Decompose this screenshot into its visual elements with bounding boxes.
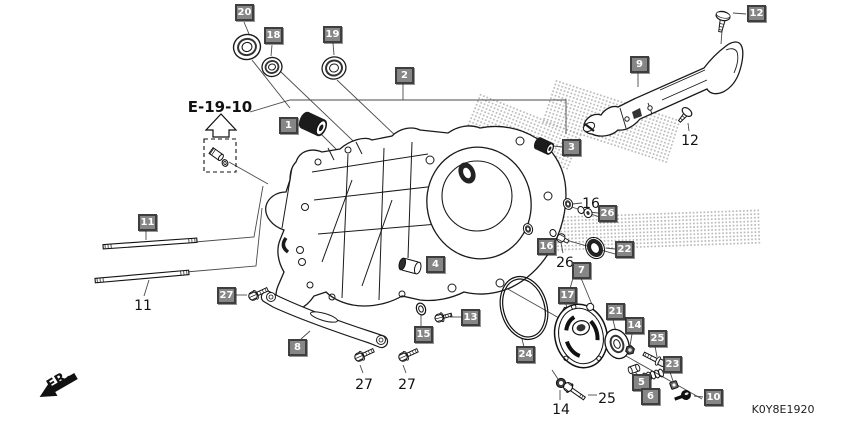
callout-box-15[interactable]: 15 [414,326,433,343]
callout-box-22[interactable]: 22 [615,241,634,258]
callout-box-26[interactable]: 26 [598,205,617,222]
bolt-26-lower [549,228,570,244]
callout-box-14[interactable]: 14 [625,317,644,334]
callout-box-13[interactable]: 13 [461,309,480,326]
bearing-19 [321,56,347,80]
printed-label-26: 26 [556,255,574,271]
screw-12-top [715,10,731,33]
bearing-21 [604,328,630,360]
callout-box-21[interactable]: 21 [606,303,625,320]
screw-12-lower [677,106,693,123]
callout-box-8[interactable]: 8 [288,339,307,356]
bearing-18 [261,56,283,78]
callout-box-6[interactable]: 6 [641,388,660,405]
callout-box-4[interactable]: 4 [426,256,445,273]
callout-box-25[interactable]: 25 [648,330,667,347]
bolt-10 [674,390,691,401]
callout-box-27[interactable]: 27 [217,287,236,304]
callout-box-11[interactable]: 11 [138,214,157,231]
printed-label-27a: 27 [355,377,373,393]
fr-arrow-icon [39,372,78,397]
stud-bolt-11a [102,237,198,250]
printed-part-numbers: 12 16 26 11 27 27 14 25 [134,133,699,418]
sealing-bolt-13 [434,312,453,323]
callout-box-18[interactable]: 18 [264,27,283,44]
nut-14 [625,345,635,355]
washer-16-lower [522,223,534,235]
callout-box-3[interactable]: 3 [562,139,581,156]
stud-bolt-11b [94,269,190,284]
printed-label-14: 14 [552,402,570,418]
fr-direction-group: FR. [39,367,78,397]
bushing-1 [298,111,328,137]
crankcase-body [265,125,567,312]
collar-4 [398,257,422,275]
collar-5 [627,363,641,375]
callout-box-7[interactable]: 7 [572,262,591,279]
printed-label-25: 25 [598,391,616,407]
washer-15 [415,302,427,316]
e1910-reference-group: E-19-10 [188,98,252,173]
callout-box-24[interactable]: 24 [516,346,535,363]
printed-label-27b: 27 [398,377,416,393]
nut-23 [669,380,679,390]
oring-24 [499,275,549,341]
bolt-25-lower [563,382,586,401]
flange-bolt-27c [398,348,419,362]
callout-box-17[interactable]: 17 [558,287,577,304]
bearing-20 [232,33,262,61]
flange-bolt-27a [248,287,269,301]
stay-bracket-8 [260,290,389,349]
flange-bolt-27b [354,348,375,362]
up-arrow-icon [204,113,238,138]
callout-box-20[interactable]: 20 [235,4,254,21]
callout-box-9[interactable]: 9 [630,56,649,73]
printed-label-11: 11 [134,298,152,314]
oil-seal-22 [585,236,605,260]
printed-label-12: 12 [681,133,699,149]
callout-box-2[interactable]: 2 [395,67,414,84]
side-cover-7 [553,302,609,369]
callout-box-10[interactable]: 10 [704,389,723,406]
washer-16-upper [562,198,574,210]
e1910-label: E-19-10 [188,98,252,116]
printed-label-16: 16 [582,196,600,212]
engine-hanger-9 [582,41,744,137]
bracket-line-part2 [249,99,567,134]
callout-box-1[interactable]: 1 [279,117,298,134]
callout-box-12[interactable]: 12 [747,5,766,22]
callout-box-19[interactable]: 19 [323,26,342,43]
callout-box-16[interactable]: 16 [537,238,556,255]
nut-26-upper [577,205,593,219]
image-code: K0Y8E1920 [752,403,815,416]
callout-box-23[interactable]: 23 [663,356,682,373]
bushing-3 [533,137,555,155]
